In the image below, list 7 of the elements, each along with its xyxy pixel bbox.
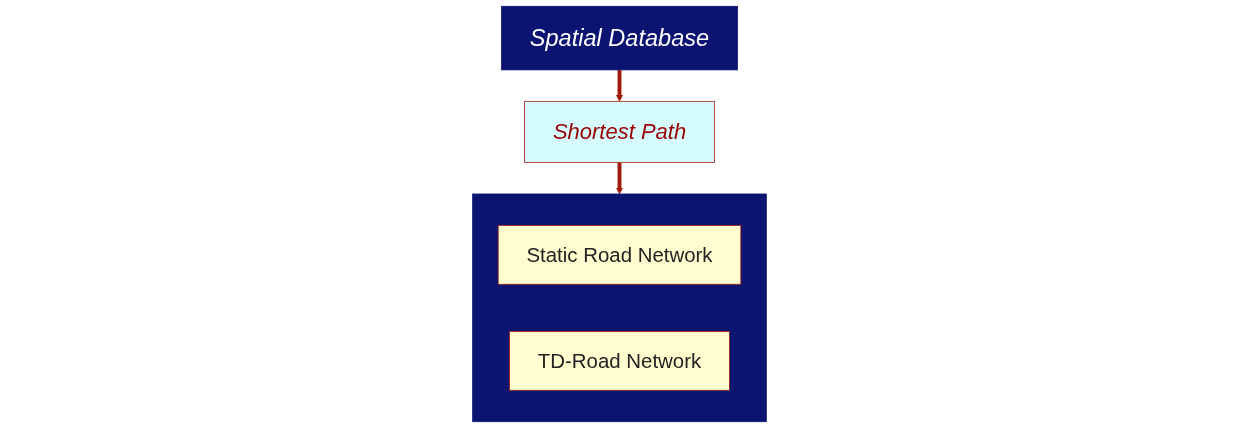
arrow [616, 162, 623, 195]
node-box: Static Road Network [497, 225, 742, 285]
node-box: TD-Road Network [509, 331, 730, 391]
node-box: Spatial Database [501, 5, 738, 71]
arrow [616, 69, 623, 102]
cluster [472, 193, 767, 423]
node-box: Shortest Path [524, 100, 715, 163]
